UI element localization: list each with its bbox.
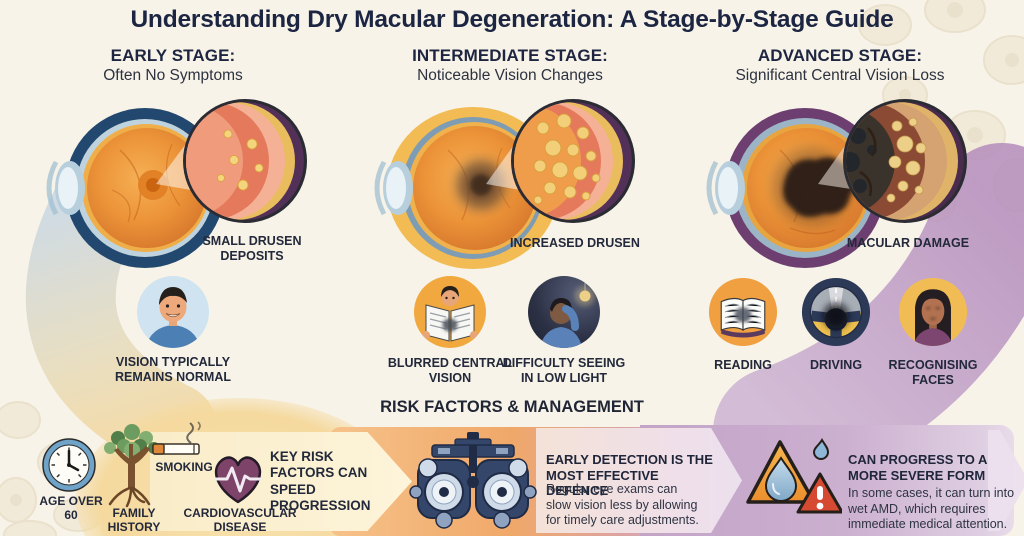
- clock-icon: [42, 438, 96, 492]
- risk-smoking-label: SMOKING: [155, 460, 213, 474]
- stage-advanced-subheading: Significant Central Vision Loss: [735, 67, 945, 84]
- risk-age-label: AGE OVER 60: [39, 494, 103, 523]
- progression-body: In some cases, it can turn into wet AMD,…: [848, 486, 1015, 531]
- warning-wet-amd-icon: [746, 438, 842, 514]
- newspaper-reader-icon: [414, 276, 486, 348]
- retina-magnifier-macular-damage-icon: [843, 99, 967, 223]
- symptom-low-light-label: DIFFICULTY SEEING IN LOW LIGHT: [502, 356, 626, 385]
- detection-heading: EARLY DETECTION IS THE MOST EFFECTIVE DE…: [546, 452, 713, 499]
- smiling-person-icon: [137, 276, 209, 348]
- stage-early-subheading: Often No Symptoms: [103, 67, 243, 84]
- retina-magnifier-increased-drusen-icon: [511, 99, 635, 223]
- stage-intermediate-subheading: Noticeable Vision Changes: [417, 67, 603, 84]
- detection-body: Regular eye exams can slow vision less b…: [546, 482, 699, 527]
- cigarette-icon: [152, 421, 201, 455]
- open-book-icon: [708, 277, 778, 347]
- eye-cross-section-advanced-icon: [706, 99, 967, 268]
- phoropter-icon: [409, 432, 537, 529]
- risk-cardio-label: CARDIOVASCULAR DISEASE: [183, 506, 297, 535]
- stage-intermediate-heading: INTERMEDIATE STAGE:: [412, 46, 608, 65]
- stage-intermediate-header: INTERMEDIATE STAGE: Noticeable Vision Ch…: [385, 46, 635, 85]
- key-risk-message: KEY RISK FACTORS CAN SPEED PROGRESSION: [270, 449, 371, 514]
- symptom-blurred-vision-label: BLURRED CENTRAL VISION: [387, 356, 513, 385]
- callout-macular-damage: MACULAR DAMAGE: [846, 236, 970, 250]
- risk-section-heading: RISK FACTORS & MANAGEMENT: [380, 398, 644, 416]
- page-title: Understanding Dry Macular Degeneration: …: [130, 6, 894, 33]
- stage-advanced-header: ADVANCED STAGE: Significant Central Visi…: [710, 46, 970, 85]
- symptom-vision-normal-label: VISION TYPICALLY REMAINS NORMAL: [115, 355, 231, 384]
- retina-magnifier-small-drusen-icon: [183, 99, 307, 223]
- steering-wheel-icon: [801, 277, 871, 347]
- stage-early-header: EARLY STAGE: Often No Symptoms: [48, 46, 298, 85]
- increased-drusen-dots: [533, 113, 601, 205]
- callout-increased-drusen: INCREASED DRUSEN: [510, 236, 640, 250]
- symptom-reading-label: READING: [714, 358, 772, 372]
- callout-small-drusen: SMALL DRUSEN DEPOSITS: [202, 234, 302, 263]
- symptom-driving-label: DRIVING: [809, 358, 863, 372]
- heart-ecg-icon: [214, 456, 262, 504]
- eye-cross-section-intermediate-icon: [374, 99, 635, 269]
- progression-heading: CAN PROGRESS TO A MORE SEVERE FORM: [848, 452, 987, 483]
- stage-advanced-heading: ADVANCED STAGE:: [757, 46, 923, 65]
- blurred-face-icon: [898, 277, 968, 347]
- detection-chevron: [536, 428, 742, 533]
- risk-family-label: FAMILY HISTORY: [107, 506, 161, 535]
- eye-cross-section-early-icon: [46, 99, 307, 268]
- damage-drusen-dots: [886, 117, 927, 203]
- stage-early-heading: EARLY STAGE:: [110, 46, 236, 65]
- small-drusen-dots: [217, 129, 264, 191]
- symptom-faces-label: RECOGNISING FACES: [888, 358, 978, 387]
- person-low-light-icon: [528, 276, 600, 348]
